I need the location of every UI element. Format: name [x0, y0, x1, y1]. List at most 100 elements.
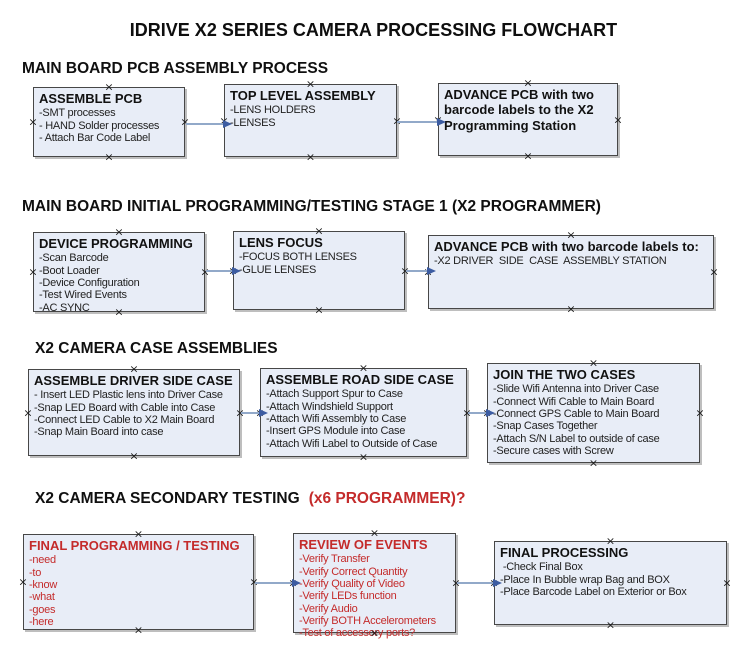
- box-line: -SMT processes: [39, 107, 116, 120]
- box-line: -LENSES: [230, 116, 276, 129]
- flow-box-assemble-road-side-case[interactable]: ASSEMBLE ROAD SIDE CASE -Attach Support …: [255, 363, 471, 463]
- connection-handle-icon: ×: [588, 456, 599, 470]
- box-line: -Place In Bubble wrap Bag and BOX: [500, 573, 670, 586]
- flow-box-advance-pcb-driver-side-station[interactable]: ADVANCE PCB with two barcode labels to: …: [423, 230, 718, 315]
- flow-box-join-the-two-cases[interactable]: JOIN THE TWO CASES -Slide Wifi Antenna i…: [482, 358, 704, 469]
- section-heading-accent: (x6 PROGRAMMER)?: [308, 490, 466, 507]
- connector-arrow[interactable]: [186, 120, 232, 128]
- box-title: ADVANCE PCB with two barcode labels to:: [434, 239, 699, 254]
- box-line: -Insert GPS Module into Case: [266, 425, 406, 438]
- box-title: ASSEMBLE ROAD SIDE CASE: [266, 372, 454, 387]
- box-line: - HAND Solder processes: [39, 119, 160, 132]
- connector-arrow[interactable]: [406, 267, 436, 275]
- flow-box-advance-pcb-programming-station[interactable]: ADVANCE PCB with two barcode labels to t…: [433, 78, 622, 162]
- box-line: -Connect GPS Cable to Main Board: [493, 407, 660, 420]
- box-line: -Connect Wifi Cable to Main Board: [493, 395, 655, 408]
- flow-box-lens-focus[interactable]: LENS FOCUS -FOCUS BOTH LENSES-GLUE LENSE…: [228, 226, 409, 316]
- box-line: -Check Final Box: [500, 561, 583, 574]
- connector-arrow[interactable]: [255, 579, 301, 587]
- connection-handle-icon: ×: [23, 406, 33, 419]
- connection-handle-icon: ×: [104, 150, 114, 164]
- arrowhead-icon: [437, 118, 446, 126]
- connector-arrow[interactable]: [241, 409, 268, 417]
- box-lines: -Slide Wifi Antenna into Driver Case-Con…: [493, 383, 694, 457]
- arrowhead-icon: [486, 409, 495, 417]
- arrowhead-icon: [292, 579, 301, 587]
- box-lines: -Verify Transfer-Verify Correct Quantity…: [299, 553, 450, 639]
- box-title: DEVICE PROGRAMMING: [39, 236, 193, 251]
- connection-handle-icon: ×: [605, 618, 616, 632]
- box-line: -X2 DRIVER SIDE CASE ASSEMBLY STATION: [434, 255, 667, 268]
- connection-handle-icon: ×: [129, 449, 139, 463]
- connector-arrow[interactable]: [457, 579, 502, 587]
- box-line: -what: [29, 591, 55, 604]
- box-line: -Snap LED Board with Cable into Case: [34, 401, 216, 414]
- box-lines: -need-to-know-what-goes-here: [29, 554, 248, 628]
- section-heading-text: X2 CAMERA CASE ASSEMBLIES: [35, 340, 278, 357]
- box-line: -Test Wired Events: [39, 289, 127, 302]
- box-title: REVIEW OF EVENTS: [299, 537, 428, 552]
- box-lines: - Insert LED Plastic lens into Driver Ca…: [34, 389, 234, 438]
- section-heading-text: X2 CAMERA SECONDARY TESTING: [35, 490, 300, 507]
- connection-handle-icon: ×: [523, 149, 533, 163]
- connection-handle-icon: ×: [28, 265, 38, 279]
- box-line: -Place Barcode Label on Exterior or Box: [500, 585, 687, 598]
- box-line: -Verify BOTH Accelerometers: [299, 614, 436, 627]
- connection-handle-icon: ×: [566, 302, 576, 316]
- connection-handle-icon: ×: [709, 265, 719, 279]
- box-line: -Slide Wifi Antenna into Driver Case: [493, 383, 659, 396]
- box-line: -Verify Quality of Video: [299, 577, 405, 590]
- section-heading-pcb-assembly: MAIN BOARD PCB ASSEMBLY PROCESS: [22, 60, 328, 78]
- connector-arrow[interactable]: [397, 118, 446, 126]
- box-lines: -X2 DRIVER SIDE CASE ASSEMBLY STATION: [434, 255, 708, 267]
- box-line: -AC SYNC: [39, 301, 90, 314]
- connection-handle-icon: ×: [613, 113, 623, 126]
- box-title: ASSEMBLE PCB: [39, 91, 143, 106]
- box-lines: -Check Final Box-Place In Bubble wrap Ba…: [500, 561, 721, 598]
- box-line: -here: [29, 615, 54, 628]
- box-title: FINAL PROCESSING: [500, 545, 629, 560]
- flow-box-final-processing[interactable]: FINAL PROCESSING -Check Final Box-Place …: [489, 536, 731, 631]
- connection-handle-icon: ×: [695, 406, 705, 420]
- connector-arrow[interactable]: [468, 409, 495, 417]
- box-line: -Secure cases with Screw: [493, 444, 614, 457]
- box-line: -Test of accessory ports?: [299, 627, 416, 640]
- box-line: -Attach S/N Label to outside of case: [493, 432, 660, 445]
- box-lines: -Scan Barcode-Boot Loader-Device Configu…: [39, 252, 199, 314]
- box-line: -Snap Cases Together: [493, 420, 598, 433]
- connection-handle-icon: ×: [200, 265, 210, 279]
- box-line: -Verify LEDs function: [299, 590, 397, 603]
- connection-handle-icon: ×: [314, 303, 324, 317]
- box-line: -Snap Main Board into case: [34, 426, 164, 439]
- flow-box-assemble-pcb[interactable]: ASSEMBLE PCB -SMT processes- HAND Solder…: [28, 82, 189, 163]
- box-lines: -SMT processes- HAND Solder processes- A…: [39, 107, 179, 144]
- box-line: -Scan Barcode: [39, 252, 109, 265]
- connection-handle-icon: ×: [722, 576, 732, 590]
- connection-handle-icon: ×: [180, 115, 190, 129]
- box-line: -GLUE LENSES: [239, 263, 317, 276]
- box-line: -Attach Windshield Support: [266, 400, 393, 413]
- box-lines: -Attach Support Spur to Case-Attach Wind…: [266, 388, 461, 450]
- box-line: -Attach Wifi Assembly to Case: [266, 412, 407, 425]
- box-line: -LENS HOLDERS: [230, 104, 316, 117]
- arrowhead-icon: [232, 267, 241, 275]
- section-heading-text: MAIN BOARD PCB ASSEMBLY PROCESS: [22, 60, 329, 77]
- box-line: -need: [29, 554, 56, 567]
- connection-handle-icon: ×: [305, 150, 316, 164]
- box-line: -Verify Audio: [299, 602, 358, 615]
- section-heading-secondary-testing: X2 CAMERA SECONDARY TESTING (x6 PROGRAMME…: [35, 490, 465, 508]
- connector-arrow[interactable]: [206, 267, 241, 275]
- arrowhead-icon: [427, 267, 436, 275]
- flow-box-device-programming[interactable]: DEVICE PROGRAMMING -Scan Barcode-Boot Lo…: [28, 227, 209, 318]
- connection-handle-icon: ×: [358, 450, 369, 464]
- box-line: -goes: [29, 603, 56, 616]
- section-heading-initial-programming: MAIN BOARD INITIAL PROGRAMMING/TESTING S…: [22, 198, 601, 216]
- flow-box-assemble-driver-side-case[interactable]: ASSEMBLE DRIVER SIDE CASE - Insert LED P…: [23, 364, 244, 462]
- flow-box-top-level-assembly[interactable]: TOP LEVEL ASSEMBLY -LENS HOLDERS-LENSES …: [219, 79, 401, 163]
- flow-box-review-of-events[interactable]: REVIEW OF EVENTS -Verify Transfer-Verify…: [288, 528, 460, 640]
- box-title: ASSEMBLE DRIVER SIDE CASE: [34, 373, 233, 388]
- box-line: -Boot Loader: [39, 264, 100, 277]
- flow-box-final-programming-testing[interactable]: FINAL PROGRAMMING / TESTING -need-to-kno…: [18, 529, 258, 636]
- box-lines: -FOCUS BOTH LENSES-GLUE LENSES: [239, 251, 399, 276]
